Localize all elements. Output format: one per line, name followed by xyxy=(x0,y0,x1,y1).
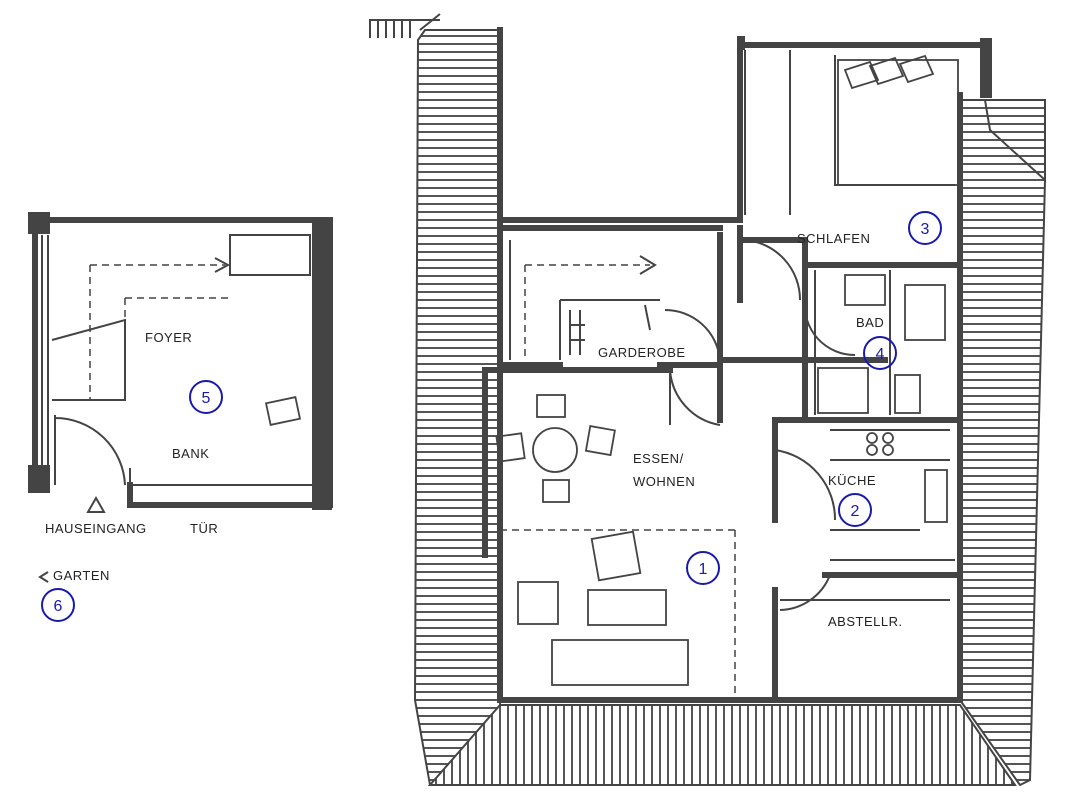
room-number-circle-1 xyxy=(686,551,720,585)
room-number-6: 6 xyxy=(54,598,63,615)
door-kueche xyxy=(774,449,837,521)
room-number-circle-2 xyxy=(838,493,872,527)
room-number-circle-4 xyxy=(863,336,897,370)
door-essen xyxy=(669,369,721,426)
label-bad: BAD xyxy=(856,315,884,330)
wall-thin-lines xyxy=(509,50,955,601)
label-abstell: ABSTELLR. xyxy=(828,614,903,629)
garten-marker xyxy=(38,571,49,583)
label-tuer: TÜR xyxy=(190,521,218,536)
label-essen-2: WOHNEN xyxy=(633,474,695,489)
room-number-circle-6 xyxy=(41,588,75,622)
arrow-garderobe xyxy=(639,255,657,275)
dashed-lines xyxy=(500,264,736,695)
label-foyer: FOYER xyxy=(145,330,192,345)
room-number-5: 5 xyxy=(202,390,211,407)
bed xyxy=(837,54,959,186)
wall-post-right xyxy=(980,38,992,98)
stair-top xyxy=(369,13,441,38)
label-kueche: KÜCHE xyxy=(828,473,876,488)
room-number-1: 1 xyxy=(699,561,708,578)
label-essen-1: ESSEN/ xyxy=(633,451,684,466)
roof-slope-right xyxy=(959,99,1046,787)
room-number-2: 2 xyxy=(851,503,860,520)
bath-fixtures xyxy=(817,274,946,414)
room-number-circle-5 xyxy=(189,380,223,414)
label-bank: BANK xyxy=(172,446,209,461)
label-garderobe: GARDEROBE xyxy=(598,345,686,360)
door-abstell xyxy=(779,574,831,611)
label-schlafen: SCHLAFEN xyxy=(797,231,870,246)
garderobe-hooks xyxy=(569,304,651,355)
room-number-4: 4 xyxy=(876,346,885,363)
room-number-circle-3 xyxy=(908,211,942,245)
label-garten: GARTEN xyxy=(53,568,110,583)
wall-post-left xyxy=(737,36,745,50)
roof-slope-topright xyxy=(983,99,1046,183)
label-hauseingang: HAUSEINGANG xyxy=(45,521,147,536)
kitchen-fixtures xyxy=(866,432,948,523)
room-number-3: 3 xyxy=(921,221,930,238)
wall-interior xyxy=(482,225,958,703)
living-furniture xyxy=(517,530,689,686)
hauseingang-marker xyxy=(86,495,106,513)
door-bad xyxy=(803,299,856,357)
roof-slope-bottom xyxy=(427,704,1017,786)
door-garderobe xyxy=(664,308,721,361)
door-schlafen xyxy=(744,239,802,301)
dining-set xyxy=(495,394,616,503)
foyer-unit xyxy=(28,212,333,583)
